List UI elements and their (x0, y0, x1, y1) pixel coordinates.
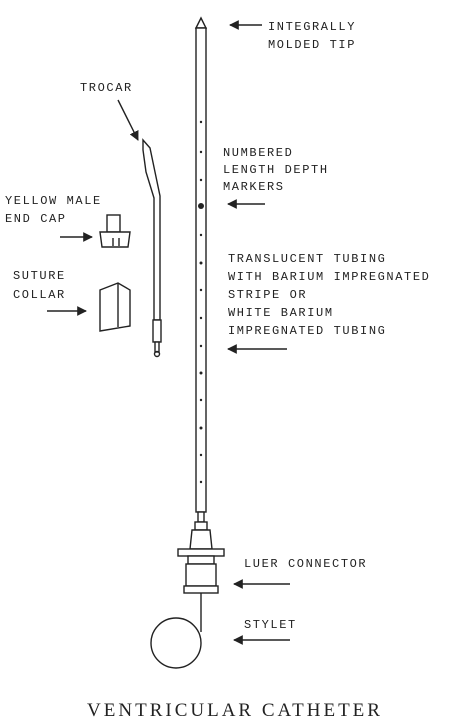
label-translucent-tubing: TRANSLUCENT TUBING WITH BARIUM IMPREGNAT… (228, 252, 430, 338)
label-text: WITH BARIUM IMPREGNATED (228, 270, 430, 284)
yellow-male-end-cap (99, 214, 131, 248)
label-text: YELLOW MALE (5, 194, 102, 208)
depth-markers (198, 120, 204, 484)
label-text: LENGTH DEPTH (223, 163, 329, 177)
label-text: END CAP (5, 212, 67, 226)
stylet-coil (150, 593, 202, 669)
label-stylet: STYLET (244, 618, 297, 632)
trocar (142, 138, 162, 358)
label-depth-markers: NUMBERED LENGTH DEPTH MARKERS (223, 146, 329, 194)
callout-arrows (47, 20, 290, 645)
label-text: IMPREGNATED TUBING (228, 324, 386, 338)
label-text: SUTURE (13, 269, 66, 283)
label-text: COLLAR (13, 288, 66, 302)
label-text: MOLDED TIP (268, 38, 356, 52)
label-text: WHITE BARIUM (228, 306, 334, 320)
label-text: NUMBERED (223, 146, 293, 160)
label-text: MARKERS (223, 180, 285, 194)
label-suture-collar: SUTURE COLLAR (13, 269, 66, 302)
label-text: TRANSLUCENT TUBING (228, 252, 386, 266)
label-text: STRIPE OR (228, 288, 307, 302)
arrow-trocar (117, 99, 139, 141)
label-yellow-male-end-cap: YELLOW MALE END CAP (5, 194, 102, 226)
label-text: INTEGRALLY (268, 20, 356, 34)
suture-collar (99, 282, 131, 332)
label-trocar: TROCAR (80, 81, 133, 95)
diagram-title: VENTRICULAR CATHETER (87, 700, 383, 721)
label-integrally-molded-tip: INTEGRALLY MOLDED TIP (268, 20, 356, 52)
label-luer-connector: LUER CONNECTOR (244, 557, 367, 571)
luer-connector (177, 511, 225, 594)
catheter-tubing (194, 16, 208, 513)
